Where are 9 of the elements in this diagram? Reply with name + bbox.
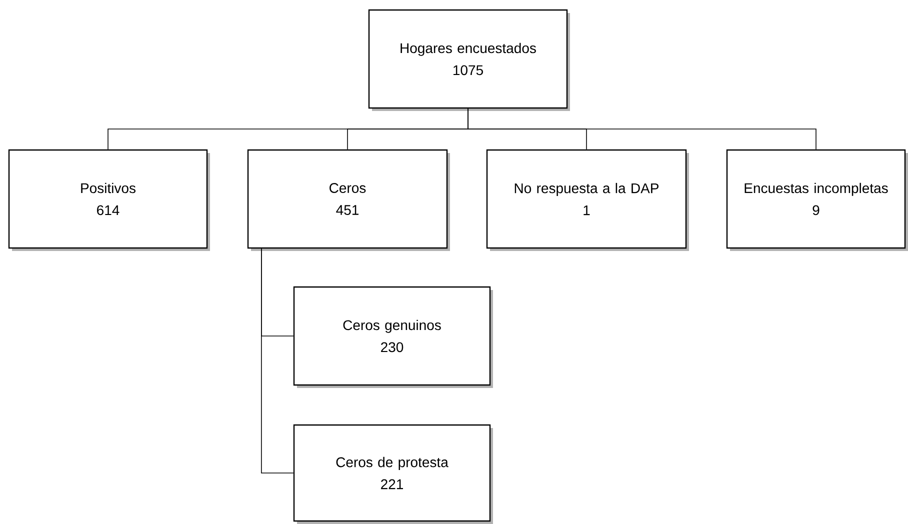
process-box: Encuestas incompletas 9 xyxy=(726,149,908,251)
process-box: Ceros de protesta 221 xyxy=(293,424,493,524)
process-box: No respuesta a la DAP 1 xyxy=(486,149,689,251)
process-box: Hogares encuestados 1075 xyxy=(368,9,570,111)
process-box: Ceros 451 xyxy=(247,149,450,251)
process-box: Ceros genuinos 230 xyxy=(293,286,493,388)
process-box: Positivos 614 xyxy=(8,149,210,251)
connector-line xyxy=(468,108,816,150)
connector-line xyxy=(261,248,294,474)
